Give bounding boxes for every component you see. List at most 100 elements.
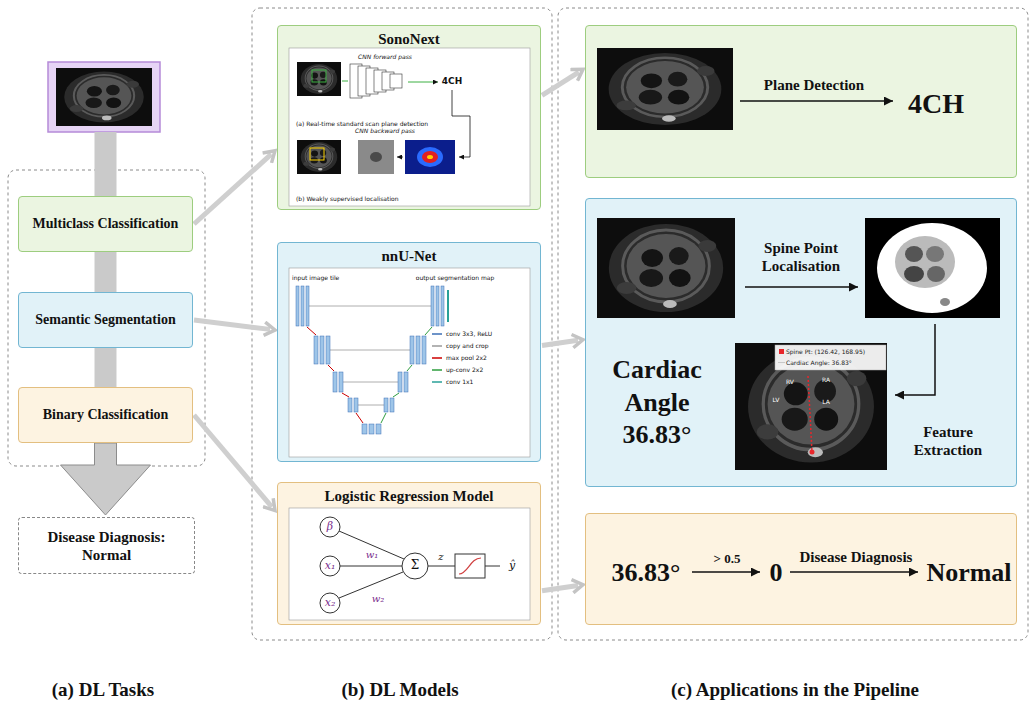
flow-arrow	[542, 72, 579, 95]
legend-text: Spine Pt: (126.42, 168.95)	[786, 348, 865, 355]
unet-figure	[432, 333, 442, 335]
figure-label: LV	[773, 397, 780, 404]
flow-arrow	[542, 585, 578, 590]
figure-label: LA	[822, 399, 830, 406]
segmentation-figure	[877, 223, 987, 313]
figure-label: w₂	[372, 593, 385, 604]
unet-figure	[425, 327, 432, 335]
plane-detection-figure	[740, 100, 893, 102]
unet-figure	[296, 286, 444, 434]
unet-figure	[381, 327, 432, 423]
application-panel: 36.83°> 0.50Disease DiagnosisNormal	[585, 513, 1017, 625]
logistic-figure	[459, 558, 481, 574]
sononext-figure	[310, 148, 324, 160]
diagnosis-arrows	[692, 572, 918, 573]
unet-figure	[309, 306, 431, 307]
figure-label: max pool 2x2	[446, 355, 487, 362]
plane-detection-figure	[597, 48, 733, 130]
sononext-figure	[289, 48, 530, 206]
unet-figure	[390, 398, 394, 412]
figure-label: ŷ	[509, 560, 515, 572]
unet-figure	[447, 290, 449, 322]
logistic-figure	[320, 517, 485, 613]
unet-figure	[404, 372, 408, 392]
panel-title: SonoNext	[278, 26, 540, 48]
input-image	[48, 62, 160, 132]
unet-figure	[328, 365, 334, 371]
unet-figure	[410, 336, 414, 364]
logistic-figure	[289, 508, 530, 620]
panel-text: Normal	[926, 557, 1011, 588]
logistic-figure	[320, 593, 340, 613]
sononext-figure	[312, 70, 326, 82]
unet-figure	[393, 393, 399, 397]
flow-arrow	[542, 340, 578, 345]
flow-arrow	[194, 415, 272, 507]
dashed-group-frame	[8, 170, 205, 466]
panel-text: 36.83°	[612, 557, 681, 588]
logistic-figure	[455, 554, 485, 578]
unet-figure	[330, 350, 410, 351]
figure-label: copy and crop	[446, 343, 489, 350]
unet-figure	[381, 413, 386, 423]
segmentation-figure	[597, 218, 1000, 470]
figure-label: CNN forward pass	[358, 54, 412, 61]
segmentation-figure	[745, 286, 858, 288]
sononext-figure	[397, 157, 403, 158]
unet-figure	[432, 369, 442, 371]
unet-figure	[356, 413, 363, 423]
unet-figure	[333, 372, 337, 392]
sononext-figure	[390, 74, 402, 88]
diagnosis-arrows	[790, 571, 918, 573]
dashed-group-frame	[252, 8, 552, 640]
sononext-figure	[427, 155, 433, 159]
unet-figure	[431, 286, 434, 326]
sononext-figure	[370, 152, 382, 162]
panel-text: Spine Point Localisation	[741, 239, 861, 275]
pipeline-arrow	[61, 443, 151, 515]
panel-text: Disease Diagnosis	[800, 548, 913, 566]
segmentation-figure	[895, 236, 955, 288]
column-caption: (c) Applications in the Pipeline	[671, 680, 919, 701]
segmentation-figure	[905, 246, 923, 262]
task-box: Semantic Segmentation	[18, 292, 193, 348]
figure-label: input image tile	[292, 275, 339, 282]
unet-figure	[306, 286, 309, 326]
unet-figure	[376, 424, 381, 434]
logistic-figure	[340, 566, 402, 567]
panel-title: nnU-Net	[278, 243, 540, 265]
dashed-group-frame	[8, 8, 1028, 640]
panel-text: 4CH	[908, 87, 964, 121]
sononext-figure	[405, 140, 455, 174]
unet-figure	[432, 345, 442, 347]
task-box: Multiclass Classification	[18, 196, 193, 252]
unet-figure	[384, 398, 388, 412]
box-label: Multiclass Classification	[33, 216, 179, 233]
logistic-figure	[320, 556, 340, 576]
figure-label: CNN backward pass	[355, 128, 415, 135]
sononext-figure	[289, 48, 530, 206]
figure-label: conv 3x3, ReLU	[446, 331, 492, 338]
sononext-figure	[342, 81, 348, 82]
unet-figure	[398, 372, 402, 392]
figure-label: 4CH	[442, 77, 462, 87]
panel-text: Plane Detection	[764, 76, 864, 94]
segmentation-figure	[735, 343, 887, 470]
flow-bar	[95, 132, 117, 196]
logistic-figure	[289, 508, 530, 620]
figure-label: w₁	[366, 549, 379, 560]
logistic-figure	[402, 553, 428, 579]
logistic-figure	[339, 572, 403, 598]
unet-figure	[432, 357, 442, 359]
pipeline-bar	[95, 252, 117, 292]
sononext-figure	[422, 151, 438, 163]
figure-label: up-conv 2x2	[446, 367, 483, 374]
dashed-group-frame	[558, 8, 1028, 640]
unet-figure	[422, 336, 426, 364]
segmentation-figure	[597, 218, 735, 318]
input-image	[48, 62, 160, 132]
sononext-figure	[408, 82, 438, 83]
segmentation-figure	[895, 324, 935, 395]
unet-figure	[358, 405, 384, 406]
